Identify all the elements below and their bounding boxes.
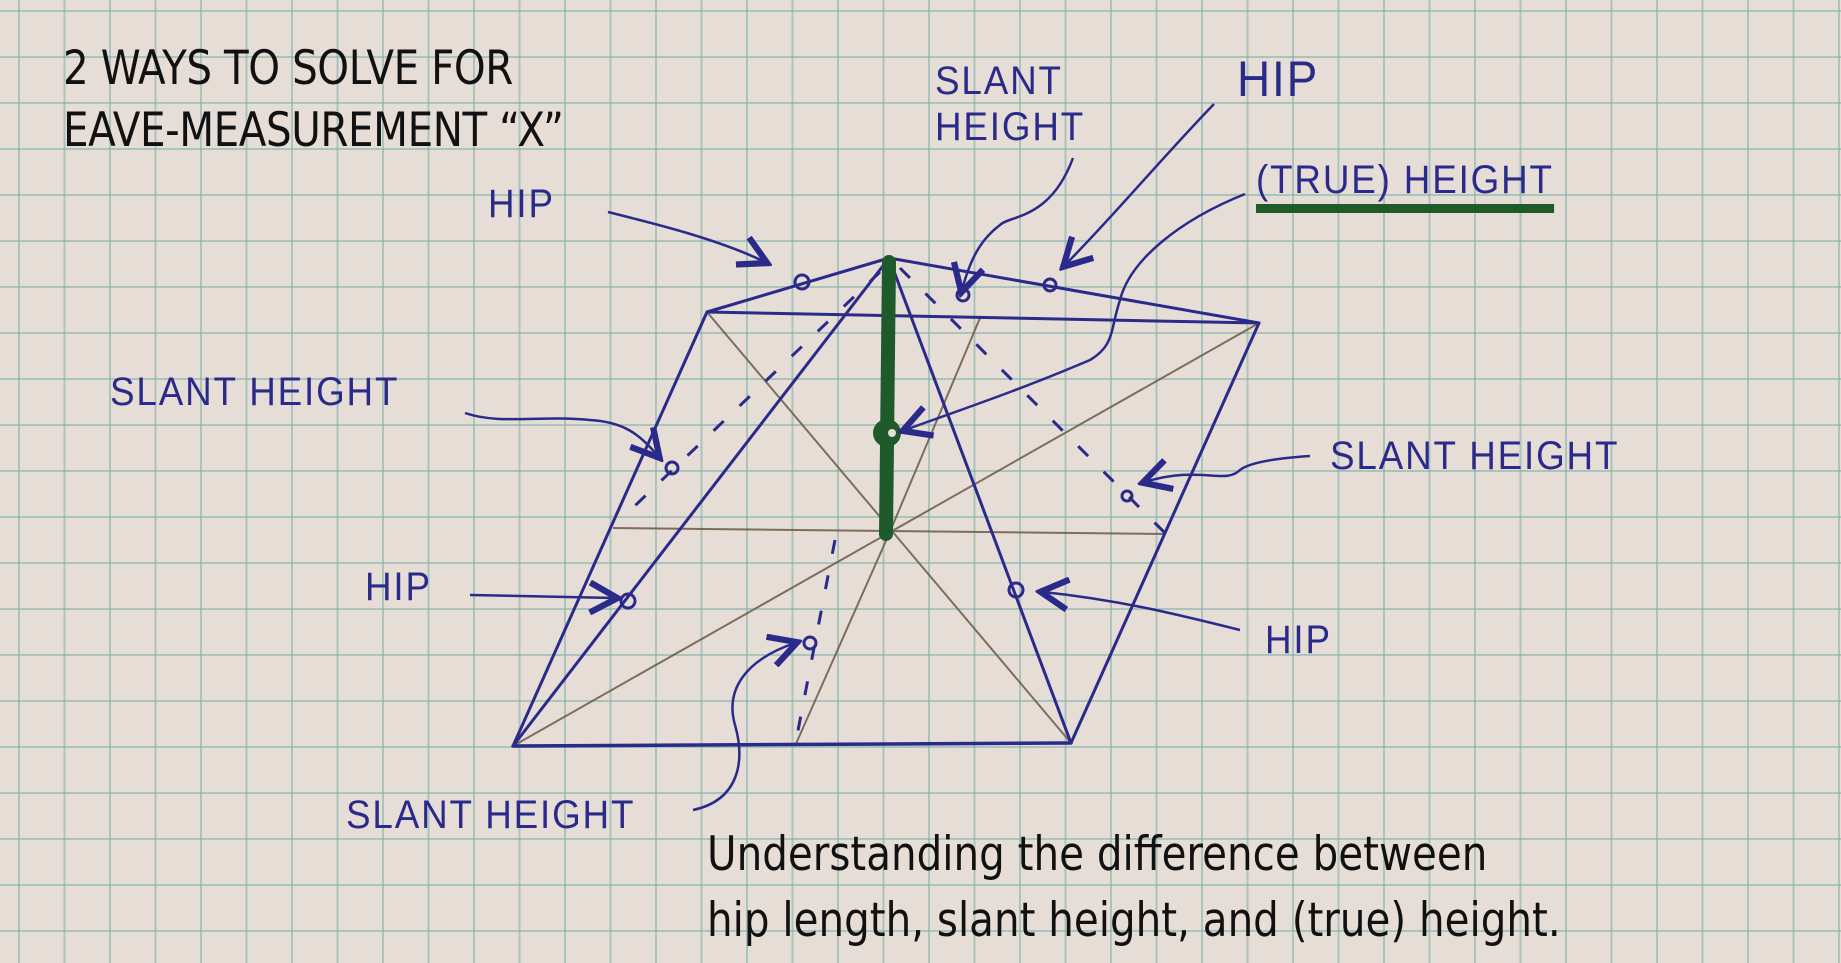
label-true-height: (TRUE) HEIGHT	[1256, 158, 1554, 213]
leader-arrows	[464, 103, 1311, 812]
slant-height-dashes	[618, 266, 1168, 747]
label-slant-height-top: SLANT HEIGHT	[935, 58, 1085, 150]
true-height-line	[873, 255, 901, 541]
caption: Understanding the difference between hip…	[707, 822, 1561, 954]
arrow-slant-bottom	[692, 643, 795, 812]
label-hip-top-right: HIP	[1237, 51, 1320, 107]
label-hip-right: HIP	[1265, 618, 1332, 662]
label-slant-height-bottom: SLANT HEIGHT	[346, 793, 636, 837]
arrow-hip-right	[1043, 592, 1241, 632]
arrow-slant-left	[464, 411, 658, 456]
pyramid-edges	[511, 256, 1261, 748]
label-hip-left: HIP	[365, 565, 432, 609]
arrow-hip-top-left	[607, 210, 765, 262]
label-slant-height-left: SLANT HEIGHT	[110, 370, 400, 414]
label-slant-height-top-line2: HEIGHT	[935, 105, 1086, 149]
caption-line-1: Understanding the difference between	[707, 827, 1488, 882]
arrow-slant-top	[962, 157, 1075, 290]
title-line-1: 2 WAYS TO SOLVE FOR	[63, 41, 513, 96]
page-title: 2 WAYS TO SOLVE FOR EAVE-MEASUREMENT “X”	[63, 38, 564, 162]
label-slant-height-top-line1: SLANT	[935, 59, 1063, 103]
label-slant-height-right: SLANT HEIGHT	[1330, 434, 1620, 478]
caption-line-2: hip length, slant height, and (true) hei…	[707, 893, 1561, 948]
arrow-slant-right	[1145, 454, 1311, 482]
arrow-hip-left	[469, 595, 615, 598]
arrow-true-height	[905, 192, 1246, 430]
label-hip-top-left: HIP	[488, 182, 555, 226]
arrow-hip-top-right	[1065, 103, 1215, 265]
title-line-2: EAVE-MEASUREMENT “X”	[63, 103, 564, 158]
